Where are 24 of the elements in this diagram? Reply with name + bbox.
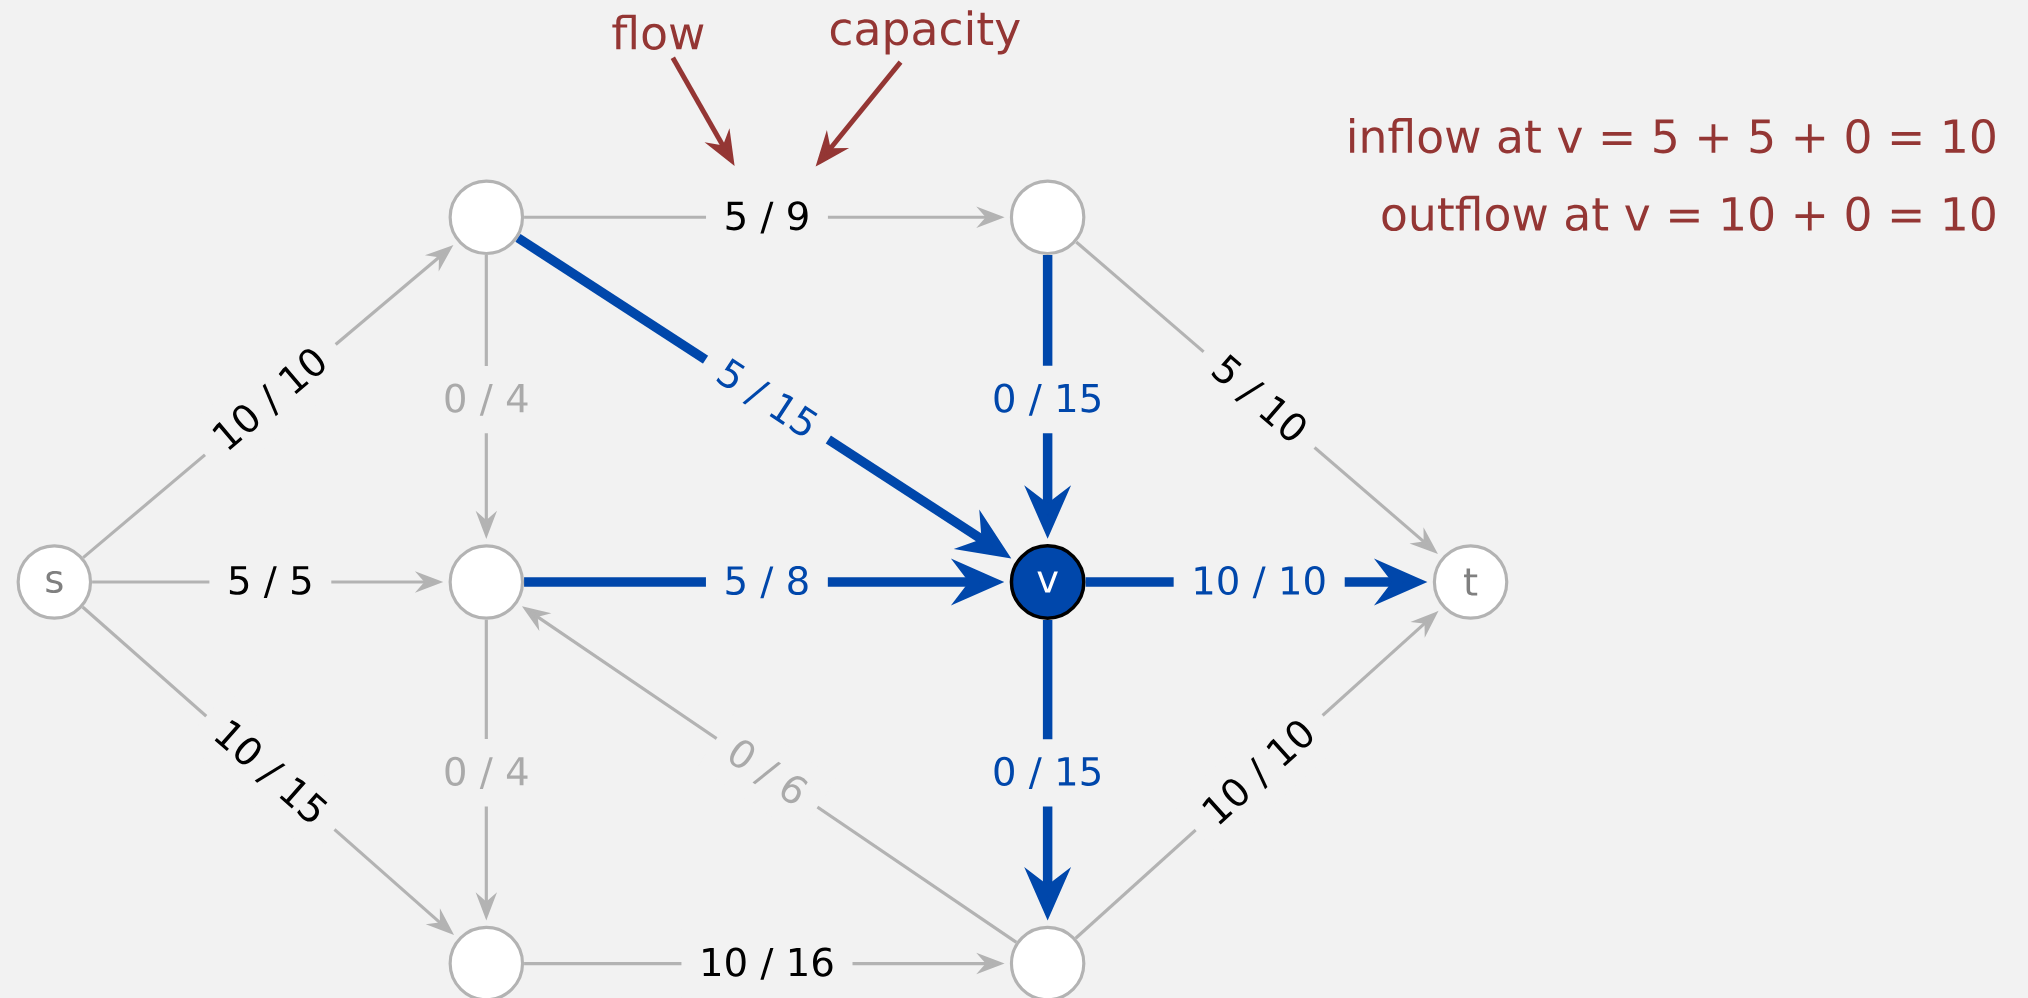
edge-label: 5 / 15 (687, 331, 847, 468)
equation-text: outflow at v = 10 + 0 = 10 (1382, 195, 1995, 231)
edge-label: 0 / 6 (697, 710, 837, 835)
edge-label: 10 / 10 (1173, 690, 1346, 855)
edge-label: 10 / 10 (1173, 548, 1345, 616)
vertex-circle (448, 179, 525, 255)
vertex-circle (448, 925, 525, 998)
vertex-circle (448, 544, 525, 620)
annotation-label: capacity (830, 10, 1020, 55)
edge-label: 0 / 4 (425, 738, 548, 807)
edge-label: 5 / 9 (706, 183, 828, 251)
edge-label: 10 / 16 (681, 929, 853, 998)
annotation-label: flow (612, 14, 704, 50)
edge-label: 10 / 10 (183, 318, 358, 481)
vertex-circle (1009, 925, 1086, 998)
edge-label: 0 / 15 (974, 738, 1121, 807)
edge-label: 0 / 15 (974, 365, 1121, 434)
edge-label: 10 / 15 (183, 690, 357, 855)
edge-label: 5 / 8 (705, 548, 828, 616)
equation-text: inflow at v = 5 + 5 + 0 = 10 (1350, 117, 1995, 154)
vertex-circle (1009, 179, 1086, 255)
edge-label: 5 / 5 (209, 548, 332, 616)
edge-label: 5 / 10 (1181, 326, 1337, 473)
edge-label: 0 / 4 (425, 365, 548, 434)
